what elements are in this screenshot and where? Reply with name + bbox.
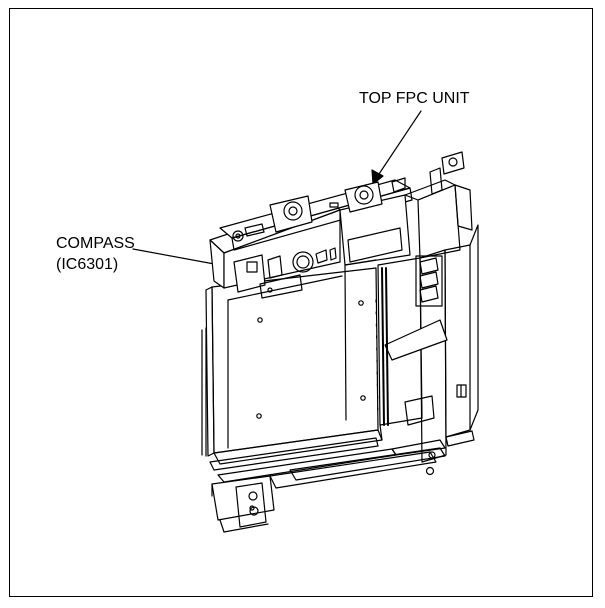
figure-frame (9, 8, 593, 597)
compass-label: COMPASS (56, 235, 135, 252)
internal-ribs (227, 259, 379, 449)
top-fpc-leader (371, 110, 422, 185)
top-fpc-unit-label: TOP FPC UNIT (359, 90, 470, 107)
top-buttons (232, 181, 383, 242)
compass-ic-label: (IC6301) (56, 256, 119, 273)
connector-stack (381, 255, 448, 426)
compass-ic (233, 247, 337, 299)
